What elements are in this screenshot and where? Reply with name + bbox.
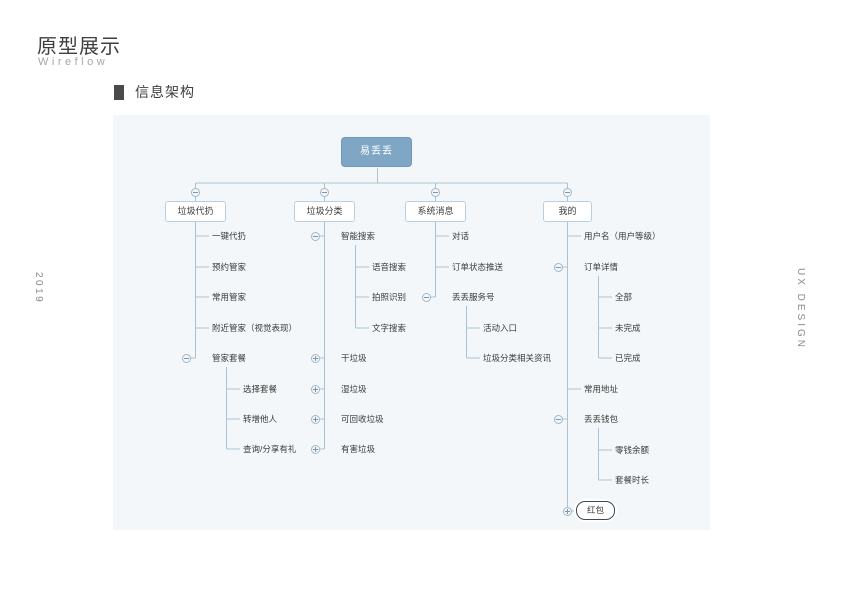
toggle-可回收垃圾[interactable] [311,415,320,424]
node-branch-垃圾代扔[interactable]: 垃圾代扔 [165,201,226,222]
node-常用地址[interactable]: 常用地址 [584,384,619,394]
node-可回收垃圾[interactable]: 可回收垃圾 [341,414,384,424]
node-套餐时长[interactable]: 套餐时长 [615,475,650,485]
node-附近管家[interactable]: 附近管家（视觉表现） [212,323,298,333]
toggle-丢丢钱包[interactable] [554,415,563,424]
node-干垃圾[interactable]: 干垃圾 [341,353,367,363]
node-branch-垃圾分类[interactable]: 垃圾分类 [294,201,355,222]
node-对话[interactable]: 对话 [452,231,470,241]
toggle-红包[interactable] [563,507,572,516]
node-查询分享有礼[interactable]: 查询/分享有礼 [243,444,297,454]
toggle-智能搜索[interactable] [311,232,320,241]
node-branch-我的[interactable]: 我的 [543,201,592,222]
node-管家套餐[interactable]: 管家套餐 [212,353,247,363]
toggle-branch-1[interactable] [320,188,329,197]
node-已完成[interactable]: 已完成 [615,353,641,363]
node-活动入口[interactable]: 活动入口 [483,323,518,333]
toggle-管家套餐[interactable] [182,354,191,363]
node-一键代扔[interactable]: 一键代扔 [212,231,247,241]
node-订单详情[interactable]: 订单详情 [584,262,619,272]
node-红包-selected[interactable]: 红包 [576,501,616,520]
node-湿垃圾[interactable]: 湿垃圾 [341,384,367,394]
connector-lines [191,168,612,512]
node-选择套餐[interactable]: 选择套餐 [243,384,278,394]
node-root[interactable]: 易丢丢 [341,137,412,167]
node-订单状态推送[interactable]: 订单状态推送 [452,262,504,272]
year-label: 2019 [33,272,44,305]
page-title: 原型展示 [37,36,121,58]
toggle-branch-2[interactable] [431,188,440,197]
ux-design-label: UX DESIGN [795,268,806,351]
node-常用管家[interactable]: 常用管家 [212,292,247,302]
toggle-branch-0[interactable] [191,188,200,197]
node-零钱余额[interactable]: 零钱余额 [615,445,650,455]
node-拍照识别[interactable]: 拍照识别 [372,292,407,302]
toggle-湿垃圾[interactable] [311,385,320,394]
page-subtitle: Wireflow [38,56,109,68]
node-有害垃圾[interactable]: 有害垃圾 [341,444,376,454]
node-文字搜索[interactable]: 文字搜索 [372,323,407,333]
diagram-canvas[interactable]: 易丢丢 垃圾代扔 垃圾分类 系统消息 我的 一键代扔 预约管家 常用管家 附近管… [113,115,710,530]
node-丢丢服务号[interactable]: 丢丢服务号 [452,292,495,302]
toggle-丢丢服务号[interactable] [422,293,431,302]
section-header: 信息架构 [114,82,195,102]
toggle-订单详情[interactable] [554,263,563,272]
node-智能搜索[interactable]: 智能搜索 [341,231,376,241]
toggle-干垃圾[interactable] [311,354,320,363]
node-转增他人[interactable]: 转增他人 [243,414,278,424]
toggle-branch-3[interactable] [563,188,572,197]
node-丢丢钱包[interactable]: 丢丢钱包 [584,414,619,424]
section-title: 信息架构 [135,84,195,100]
node-垃圾分类相关资讯[interactable]: 垃圾分类相关资讯 [483,353,552,363]
node-语音搜索[interactable]: 语音搜索 [372,262,407,272]
toggle-有害垃圾[interactable] [311,445,320,454]
node-用户名[interactable]: 用户名（用户等级） [584,231,661,241]
node-全部[interactable]: 全部 [615,292,633,302]
node-branch-系统消息[interactable]: 系统消息 [405,201,466,222]
node-未完成[interactable]: 未完成 [615,323,641,333]
square-marker-icon [114,84,124,100]
node-预约管家[interactable]: 预约管家 [212,262,247,272]
